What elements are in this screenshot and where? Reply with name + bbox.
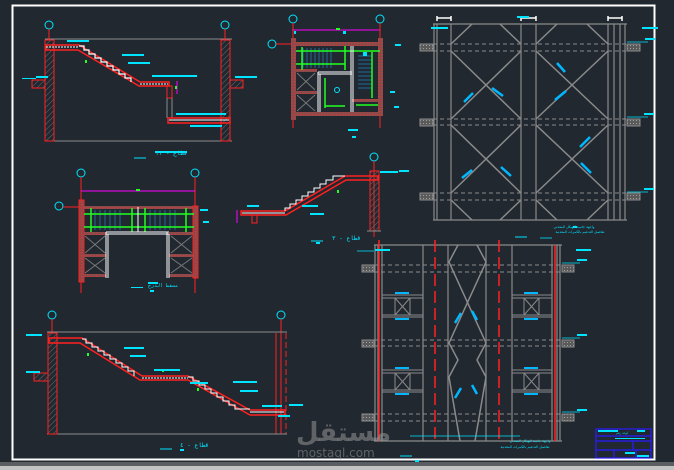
status-bar	[0, 466, 674, 470]
lower-elevation-view: واجهة جانبية للهيكل المعدني تفاصيل التدع…	[357, 237, 591, 462]
section-3-title: قطاع - ٣	[332, 235, 361, 242]
upper-elevation-note-2: تفاصيل التدعيم بالكمرات المعدنية	[556, 230, 605, 234]
status-bar-separator	[0, 462, 674, 466]
plan-view	[267, 14, 401, 138]
title-block-row-1: لوحة رقم	[616, 431, 628, 435]
watermark-latin: mostaql.com	[297, 446, 375, 460]
section-3-view: قطاع - ٣	[236, 152, 409, 244]
lower-elevation-note-1: واجهة جانبية للهيكل المعدني	[510, 439, 551, 443]
section-1-title: قطاع - ١١	[155, 150, 188, 157]
title-block-text	[598, 430, 649, 457]
section-2-view: مسقط الدرج	[54, 151, 209, 293]
section-1-view: قطاع - ١١	[22, 20, 257, 159]
lower-elevation-note-2: تفاصيل التدعيم بالكمرات المعدنية	[501, 445, 550, 449]
watermark-arabic: مستقل	[296, 418, 392, 448]
title-block	[595, 428, 652, 459]
upper-elevation-view: واجهة جانبية للهيكل المعدني تفاصيل التدع…	[419, 16, 658, 238]
section-4-view: قطاع - ٤	[26, 310, 303, 451]
upper-elevation-note-1: واجهة جانبية للهيكل المعدني	[554, 225, 595, 229]
sheet-frame	[11, 4, 656, 461]
section-4-title: قطاع - ٤	[180, 442, 209, 449]
plan-title: مسقط الدرج	[148, 283, 178, 289]
